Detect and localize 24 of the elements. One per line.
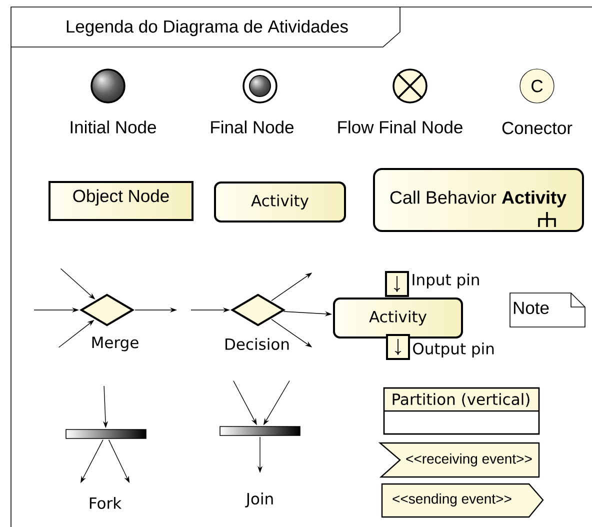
partition: Partition (vertical) <box>383 387 540 435</box>
activity-box: Activity <box>333 298 463 338</box>
call-behavior-box: Call Behavior Activity <box>373 168 584 232</box>
node-label: Final Node <box>211 120 294 134</box>
object-node: Object Node <box>48 181 194 221</box>
node-label: Conector <box>502 122 572 134</box>
flow-final-node <box>392 68 428 104</box>
synchronization-bar <box>220 426 300 436</box>
node-label: Merge <box>92 336 138 352</box>
node-label: Decision <box>226 338 289 350</box>
node-label: Flow Final Node <box>338 120 462 134</box>
final-node <box>242 68 278 104</box>
node-label: Output pin <box>413 342 494 358</box>
send-event: <<sending event>> <box>381 483 544 518</box>
pin-box <box>386 334 410 360</box>
pin-box <box>385 271 409 297</box>
activity-box: Activity <box>214 182 346 222</box>
node-label: Fork <box>90 497 122 509</box>
synchronization-bar <box>66 429 146 439</box>
initial-node <box>90 68 126 104</box>
node-label: Join <box>245 492 273 508</box>
node-label: Input pin <box>412 274 479 288</box>
node-label: Initial Node <box>70 120 156 134</box>
note: Note <box>510 292 586 328</box>
